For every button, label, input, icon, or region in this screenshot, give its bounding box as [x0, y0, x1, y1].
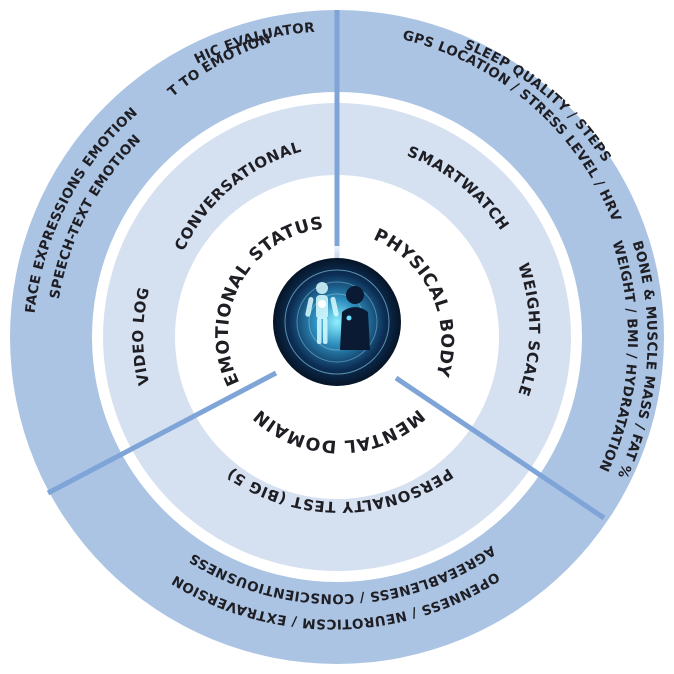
divider-left: [46, 370, 278, 496]
divider-right: [394, 375, 606, 521]
human-body-hologram-icon: [261, 246, 413, 398]
source-label-video-log: VIDEO LOG: [129, 285, 153, 387]
